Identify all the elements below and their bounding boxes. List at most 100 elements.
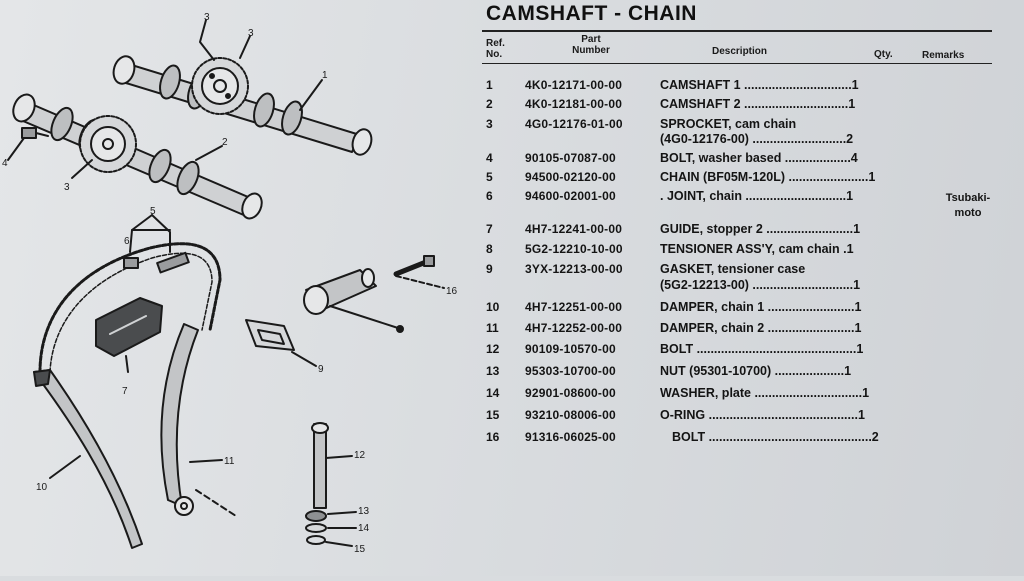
exploded-diagram: 1 2 3 3 3 4 5 6 7 9 10 11 12 13 14 15 16	[0, 0, 470, 576]
ref-number: 3	[486, 117, 493, 131]
part-number: 90109-10570-00	[525, 342, 616, 356]
damper-11-drawing	[160, 323, 237, 517]
part-number: 94600-02001-00	[525, 189, 616, 203]
callout-10: 10	[36, 482, 48, 493]
ref-number: 1	[486, 78, 493, 92]
part-number: 4H7-12241-00-00	[525, 222, 623, 236]
part-description-line2: (5G2-12213-00) .........................…	[660, 278, 861, 292]
table-row: 9 3YX-12213-00-00 GASKET, tensioner case…	[0, 262, 1024, 292]
part-description: WASHER, plate ..........................…	[660, 386, 870, 400]
part-number: 3YX-12213-00-00	[525, 262, 623, 276]
ref-number: 8	[486, 242, 493, 256]
header-ref: Ref. No.	[486, 38, 505, 60]
part-number: 95303-10700-00	[525, 364, 616, 378]
camshaft-1-drawing	[112, 55, 373, 156]
table-row: 4 90105-07087-00 BOLT, washer based ....…	[0, 151, 1024, 171]
callout-11: 11	[224, 456, 235, 467]
ref-number: 2	[486, 97, 493, 111]
damper-10-drawing	[33, 369, 143, 549]
guide-stopper-7-drawing	[95, 297, 163, 373]
part-number: 4H7-12251-00-00	[525, 300, 623, 314]
part-number: 5G2-12210-10-00	[525, 242, 623, 256]
table-row: 7 4H7-12241-00-00 GUIDE, stopper 2 .....…	[0, 222, 1024, 242]
part-description: DAMPER, chain 1 ........................…	[660, 300, 862, 314]
ref-number: 6	[486, 189, 493, 203]
part-description-line2: (4G0-12176-00) .........................…	[660, 132, 854, 146]
header-description: Description	[712, 46, 768, 57]
table-row: 12 90109-10570-00 BOLT .................…	[0, 342, 1024, 362]
header-rule	[482, 63, 992, 64]
part-number: 94500-02120-00	[525, 170, 616, 184]
ref-number: 15	[486, 408, 500, 422]
callout-13: 13	[358, 506, 370, 517]
title-rule	[482, 30, 992, 32]
part-description: DAMPER, chain 2 ........................…	[660, 321, 862, 335]
table-row: 15 93210-08006-00 O-RING ...............…	[0, 408, 1024, 428]
part-description: O-RING .................................…	[660, 408, 865, 422]
gasket-9-drawing	[245, 319, 317, 367]
header-part-number: Part Number	[572, 34, 610, 56]
ref-number: 10	[486, 300, 500, 314]
part-number: 4K0-12181-00-00	[525, 97, 623, 111]
part-description: CAMSHAFT 1 .............................…	[660, 78, 859, 92]
part-number: 4G0-12176-01-00	[525, 117, 623, 131]
part-description: . JOINT, chain .........................…	[660, 189, 854, 203]
table-row: 11 4H7-12252-00-00 DAMPER, chain 2 .....…	[0, 321, 1024, 341]
part-description: BOLT, washer based ...................4	[660, 151, 858, 165]
table-row: 10 4H7-12251-00-00 DAMPER, chain 1 .....…	[0, 300, 1024, 320]
page-title: CAMSHAFT - CHAIN	[486, 2, 697, 25]
callout-3c: 3	[248, 28, 254, 39]
table-row: 6 94600-02001-00 . JOINT, chain ........…	[0, 189, 1024, 219]
table-row: 16 91316-06025-00 BOLT .................…	[0, 430, 1024, 450]
tensioner-8-drawing	[303, 268, 404, 333]
part-description: GASKET, tensioner case	[660, 262, 806, 276]
table-row: 8 5G2-12210-10-00 TENSIONER ASS'Y, cam c…	[0, 242, 1024, 262]
part-description: SPROCKET, cam chain	[660, 117, 797, 131]
chain-joint-6-drawing	[123, 214, 190, 274]
ref-number: 12	[486, 342, 500, 356]
table-row: 5 94500-02120-00 CHAIN (BF05M-120L) ....…	[0, 170, 1024, 190]
table-row: 2 4K0-12181-00-00 CAMSHAFT 2 ...........…	[0, 97, 1024, 117]
part-number: 90105-07087-00	[525, 151, 616, 165]
part-number: 4K0-12171-00-00	[525, 78, 623, 92]
ref-number: 7	[486, 222, 493, 236]
table-row: 1 4K0-12171-00-00 CAMSHAFT 1 ...........…	[0, 78, 1024, 98]
ref-number: 13	[486, 364, 500, 378]
bolt-16-drawing	[393, 255, 445, 289]
ref-number: 14	[486, 386, 500, 400]
callout-6: 6	[124, 236, 130, 247]
callout-5: 5	[150, 206, 156, 217]
part-description: TENSIONER ASS'Y, cam chain .1	[660, 242, 854, 256]
part-description: CHAIN (BF05M-120L) .....................…	[660, 170, 876, 184]
part-description: GUIDE, stopper 2 .......................…	[660, 222, 861, 236]
callout-7: 7	[122, 386, 128, 397]
callout-4: 4	[2, 158, 8, 169]
table-row: 3 4G0-12176-01-00 SPROCKET, cam chain (4…	[0, 117, 1024, 146]
ref-number: 11	[486, 321, 499, 335]
header-qty: Qty.	[874, 49, 893, 60]
table-row: 13 95303-10700-00 NUT (95301-10700) ....…	[0, 364, 1024, 384]
tensioner-bolt-set-drawing	[305, 422, 357, 547]
callout-15: 15	[354, 544, 366, 555]
ref-number: 9	[486, 262, 493, 276]
part-description: BOLT ...................................…	[672, 430, 879, 444]
callout-12: 12	[354, 450, 366, 461]
camshaft-2-drawing	[12, 93, 263, 220]
ref-number: 5	[486, 170, 493, 184]
part-number: 92901-08600-00	[525, 386, 616, 400]
part-number: 4H7-12252-00-00	[525, 321, 623, 335]
part-number: 93210-08006-00	[525, 408, 616, 422]
ref-number: 4	[486, 151, 493, 165]
ref-number: 16	[486, 430, 500, 444]
header-remarks: Remarks	[922, 50, 965, 61]
callout-9: 9	[318, 364, 324, 375]
callout-16: 16	[446, 286, 458, 297]
table-row: 14 92901-08600-00 WASHER, plate ........…	[0, 386, 1024, 406]
callout-14: 14	[358, 523, 370, 534]
callout-3: 3	[64, 182, 70, 193]
part-description: NUT (95301-10700) ....................1	[660, 364, 852, 378]
chain-5-drawing	[38, 242, 222, 374]
callout-2: 2	[222, 137, 228, 148]
callout-1: 1	[322, 70, 328, 81]
